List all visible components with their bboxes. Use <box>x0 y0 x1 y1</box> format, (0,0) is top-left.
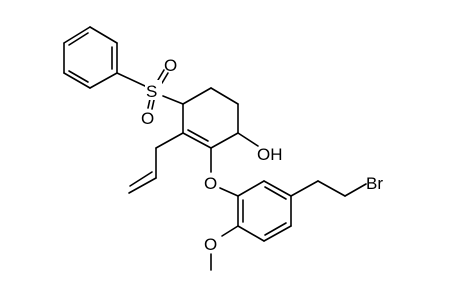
atom-label-sulfur: S <box>146 82 157 101</box>
bond <box>162 95 184 105</box>
allyl-chain <box>128 132 184 194</box>
bond <box>63 26 91 44</box>
double-bond-inner <box>68 70 89 83</box>
bond <box>157 69 165 81</box>
bond <box>182 87 212 105</box>
bond <box>237 225 265 242</box>
bond <box>128 177 157 194</box>
atom-label-hydroxyl: OH <box>257 145 283 164</box>
double-bond-inner <box>264 186 287 200</box>
bond <box>263 225 292 242</box>
bond <box>161 72 169 84</box>
atom-label-ether-oxygen: O <box>204 174 217 193</box>
bond <box>210 87 239 105</box>
atom-label-bromine: Br <box>366 174 383 193</box>
bond <box>63 72 91 89</box>
aryl-ring <box>237 180 292 242</box>
bond <box>89 26 118 44</box>
bond <box>344 183 367 197</box>
sulfonyl-group <box>116 69 184 110</box>
atom-label-methoxy-oxygen: O <box>204 235 217 254</box>
cyclohexene-ring <box>182 87 239 149</box>
bond <box>290 180 319 197</box>
double-bond-inner <box>129 171 153 187</box>
ether-bond-lower <box>219 187 239 197</box>
atom-label-sulfonyl-oxygen-lower: O <box>141 109 154 128</box>
bond <box>155 132 184 149</box>
label-background <box>145 80 162 100</box>
bond <box>182 132 212 149</box>
bond <box>151 99 155 110</box>
double-bond-inner <box>68 32 89 46</box>
bond <box>210 132 239 149</box>
bond <box>89 72 118 89</box>
hydroxyl-bond <box>237 132 259 147</box>
bond <box>237 180 265 197</box>
atom-label-sulfonyl-oxygen-upper: O <box>164 56 177 75</box>
bond <box>317 180 346 197</box>
bond <box>116 72 146 87</box>
bromoethyl-chain <box>290 180 367 197</box>
bond <box>147 98 151 109</box>
double-bond-inner <box>187 129 209 142</box>
bond <box>263 180 292 197</box>
methoxy-bond-upper <box>221 225 239 237</box>
double-bond-inner <box>264 222 287 236</box>
phenyl-ring <box>63 26 118 89</box>
